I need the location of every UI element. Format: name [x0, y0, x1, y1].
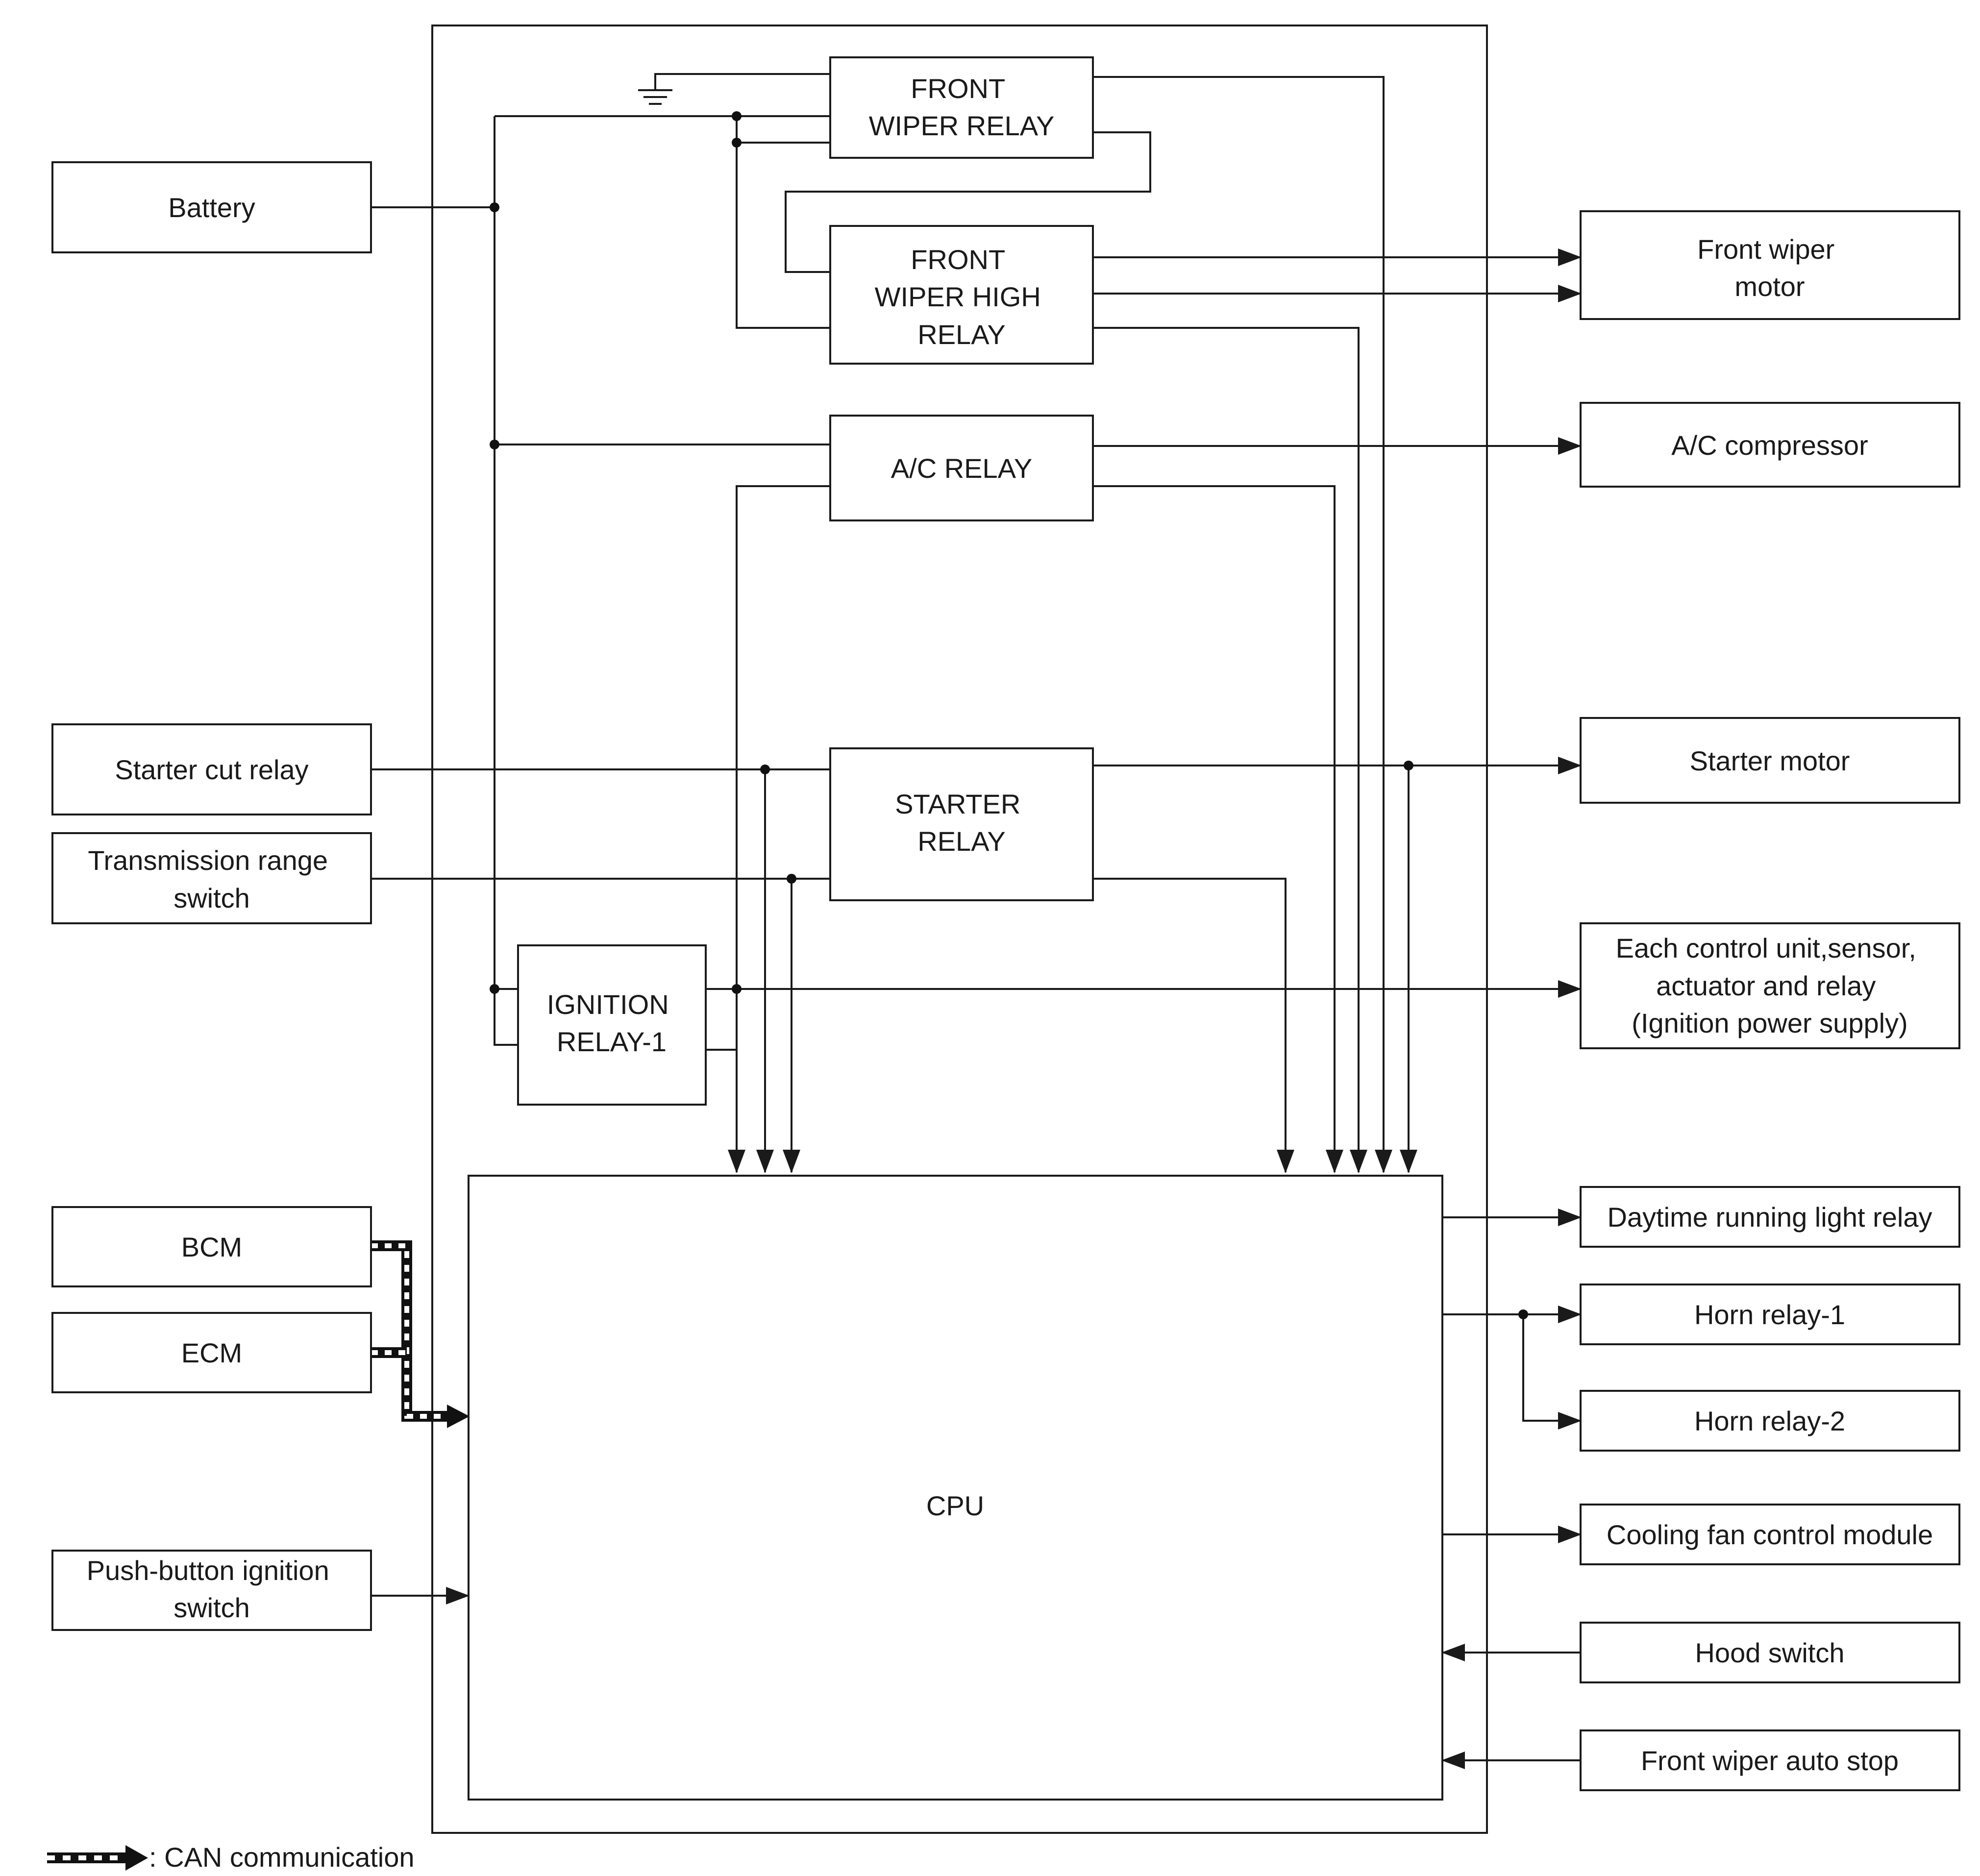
starter-relay-label: STARTER RELAY	[895, 789, 1028, 857]
transmission-range-switch-label: Transmission range switch	[88, 845, 335, 913]
front-wiper-relay-block: FRONT WIPER RELAY	[829, 56, 1094, 159]
starter-motor-box: Starter motor	[1580, 717, 1960, 804]
front-wiper-auto-stop-label: Front wiper auto stop	[1641, 1745, 1899, 1776]
cooling-fan-control-module-box: Cooling fan control module	[1580, 1504, 1960, 1565]
can-legend-label: : CAN communication	[149, 1842, 415, 1873]
ignition-relay-1-block: IGNITION RELAY-1	[517, 944, 707, 1106]
push-button-ignition-switch-box: Push-button ignition switch	[51, 1550, 372, 1631]
ac-compressor-box: A/C compressor	[1580, 402, 1960, 488]
junction-dots	[490, 111, 1528, 1319]
front-wiper-auto-stop-box: Front wiper auto stop	[1580, 1729, 1960, 1791]
transmission-range-switch-box: Transmission range switch	[51, 832, 372, 924]
ecm-box: ECM	[51, 1312, 372, 1393]
wiring	[371, 73, 1582, 1769]
hood-switch-box: Hood switch	[1580, 1622, 1960, 1683]
ignition-relay-1-label: IGNITION RELAY-1	[547, 989, 676, 1057]
ac-compressor-label: A/C compressor	[1671, 430, 1868, 461]
front-wiper-motor-label: Front wiper motor	[1697, 234, 1842, 302]
legend: : CAN communication	[47, 1842, 415, 1873]
starter-cut-relay-box: Starter cut relay	[51, 723, 372, 815]
daytime-running-light-relay-box: Daytime running light relay	[1580, 1186, 1960, 1248]
can-legend-symbol	[47, 1845, 148, 1871]
ecm-label: ECM	[181, 1337, 242, 1368]
horn-relay-1-box: Horn relay-1	[1580, 1284, 1960, 1345]
starter-cut-relay-label: Starter cut relay	[115, 754, 308, 785]
cooling-fan-control-module-label: Cooling fan control module	[1607, 1519, 1933, 1550]
starter-motor-label: Starter motor	[1690, 745, 1850, 776]
module-frame	[431, 25, 1488, 1834]
starter-relay-block: STARTER RELAY	[829, 747, 1094, 901]
horn-relay-2-label: Horn relay-2	[1694, 1406, 1845, 1436]
horn-relay-2-box: Horn relay-2	[1580, 1390, 1960, 1452]
each-control-unit-box: Each control unit,sensor, actuator and r…	[1580, 922, 1960, 1049]
front-wiper-high-relay-block: FRONT WIPER HIGH RELAY	[829, 225, 1094, 365]
bcm-label: BCM	[181, 1232, 242, 1262]
front-wiper-high-relay-label: FRONT WIPER HIGH RELAY	[875, 244, 1049, 350]
daytime-running-light-relay-label: Daytime running light relay	[1608, 1202, 1932, 1233]
bcm-box: BCM	[51, 1206, 372, 1287]
can-bus	[371, 1240, 470, 1428]
battery-box: Battery	[51, 161, 372, 253]
ac-relay-label: A/C RELAY	[891, 453, 1032, 484]
push-button-ignition-switch-label: Push-button ignition switch	[87, 1555, 337, 1623]
horn-relay-1-label: Horn relay-1	[1694, 1299, 1845, 1330]
each-control-unit-label: Each control unit,sensor, actuator and r…	[1616, 933, 1924, 1038]
hood-switch-label: Hood switch	[1695, 1637, 1844, 1668]
cpu-block: CPU	[468, 1175, 1443, 1801]
ac-relay-block: A/C RELAY	[829, 415, 1094, 521]
front-wiper-relay-label: FRONT WIPER RELAY	[869, 73, 1055, 141]
front-wiper-motor-box: Front wiper motor	[1580, 210, 1960, 320]
cpu-label: CPU	[926, 1490, 984, 1521]
battery-label: Battery	[168, 192, 255, 223]
